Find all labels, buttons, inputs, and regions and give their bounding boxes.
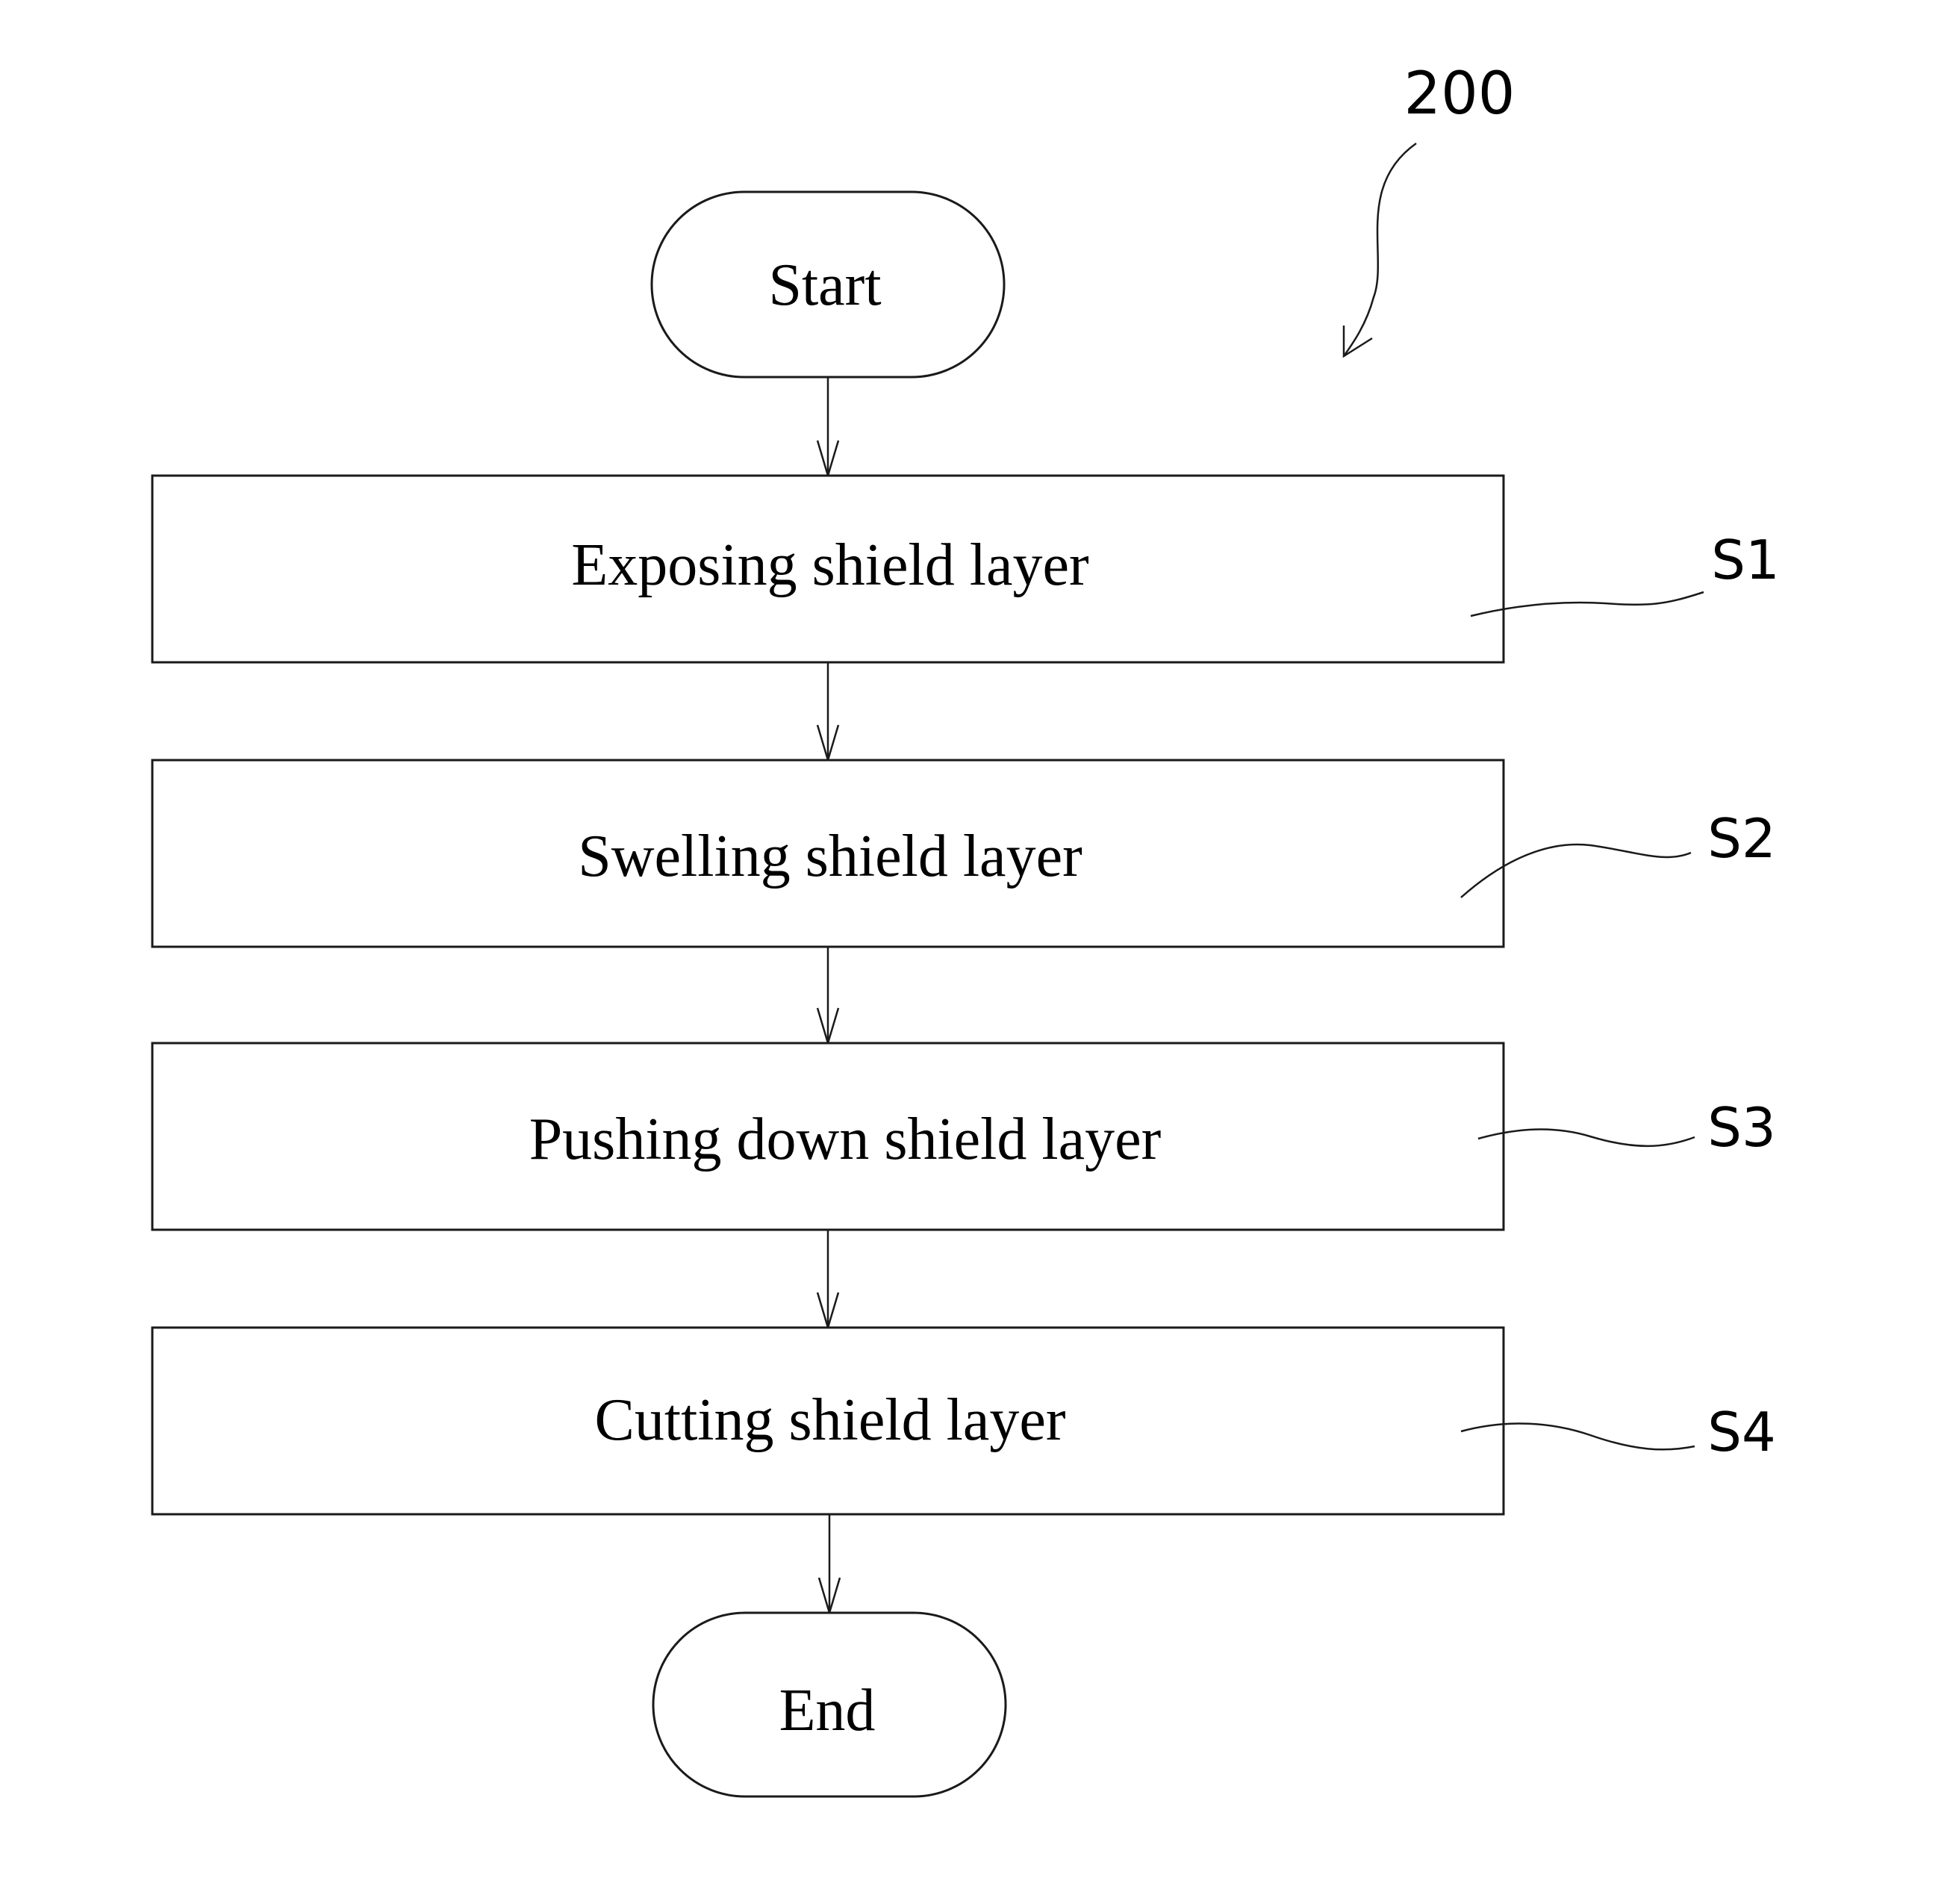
step-id-s3: S3 [1707, 1096, 1776, 1159]
figure-ref-number: 200 [1404, 60, 1515, 128]
step-id-s4: S4 [1707, 1401, 1776, 1463]
leader-line-s1 [1471, 592, 1704, 616]
start-label: Start [768, 252, 881, 318]
leader-line-s3 [1478, 1130, 1695, 1146]
step-label-s4: Cutting shield layer [594, 1387, 1065, 1453]
ref-pointer-line [1344, 143, 1416, 356]
end-label: End [779, 1678, 876, 1743]
step-label-s3: Pushing down shield layer [529, 1107, 1162, 1172]
step-label-s1: Exposing shield layer [571, 532, 1088, 598]
step-id-s2: S2 [1707, 807, 1776, 870]
step-label-s2: Swelling shield layer [578, 824, 1082, 889]
step-id-s1: S1 [1711, 529, 1780, 591]
